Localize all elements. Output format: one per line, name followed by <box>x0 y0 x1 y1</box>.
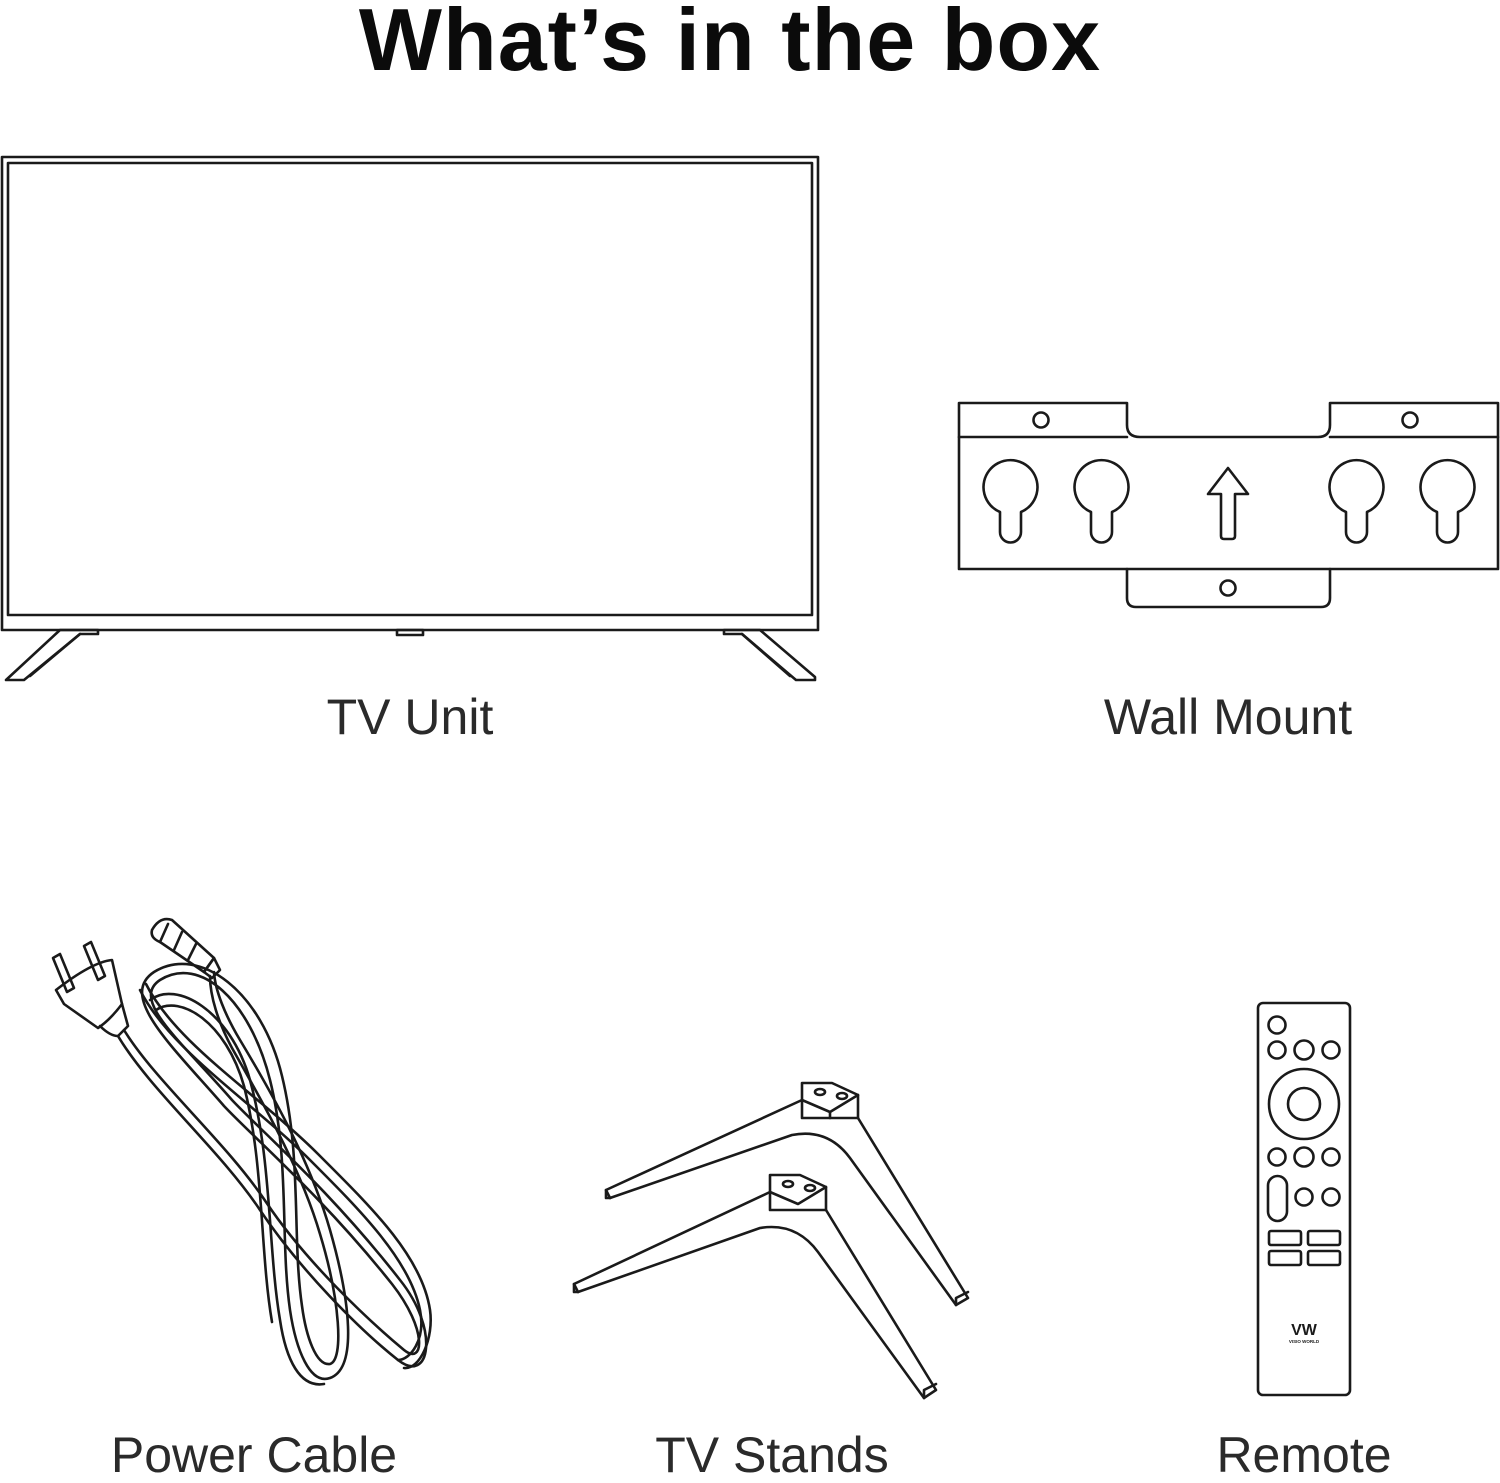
remote-logo-sub: VISIO WORLD <box>1289 1339 1320 1344</box>
page-title: What’s in the box <box>358 0 1102 89</box>
remote-logo: VW <box>1291 1322 1318 1339</box>
tv-unit-label: TV Unit <box>326 689 494 745</box>
tv-stands-label: TV Stands <box>655 1427 889 1483</box>
remote-label: Remote <box>1216 1427 1392 1483</box>
power-cable-label: Power Cable <box>110 1427 398 1483</box>
wall-mount-label: Wall Mount <box>1103 689 1353 745</box>
